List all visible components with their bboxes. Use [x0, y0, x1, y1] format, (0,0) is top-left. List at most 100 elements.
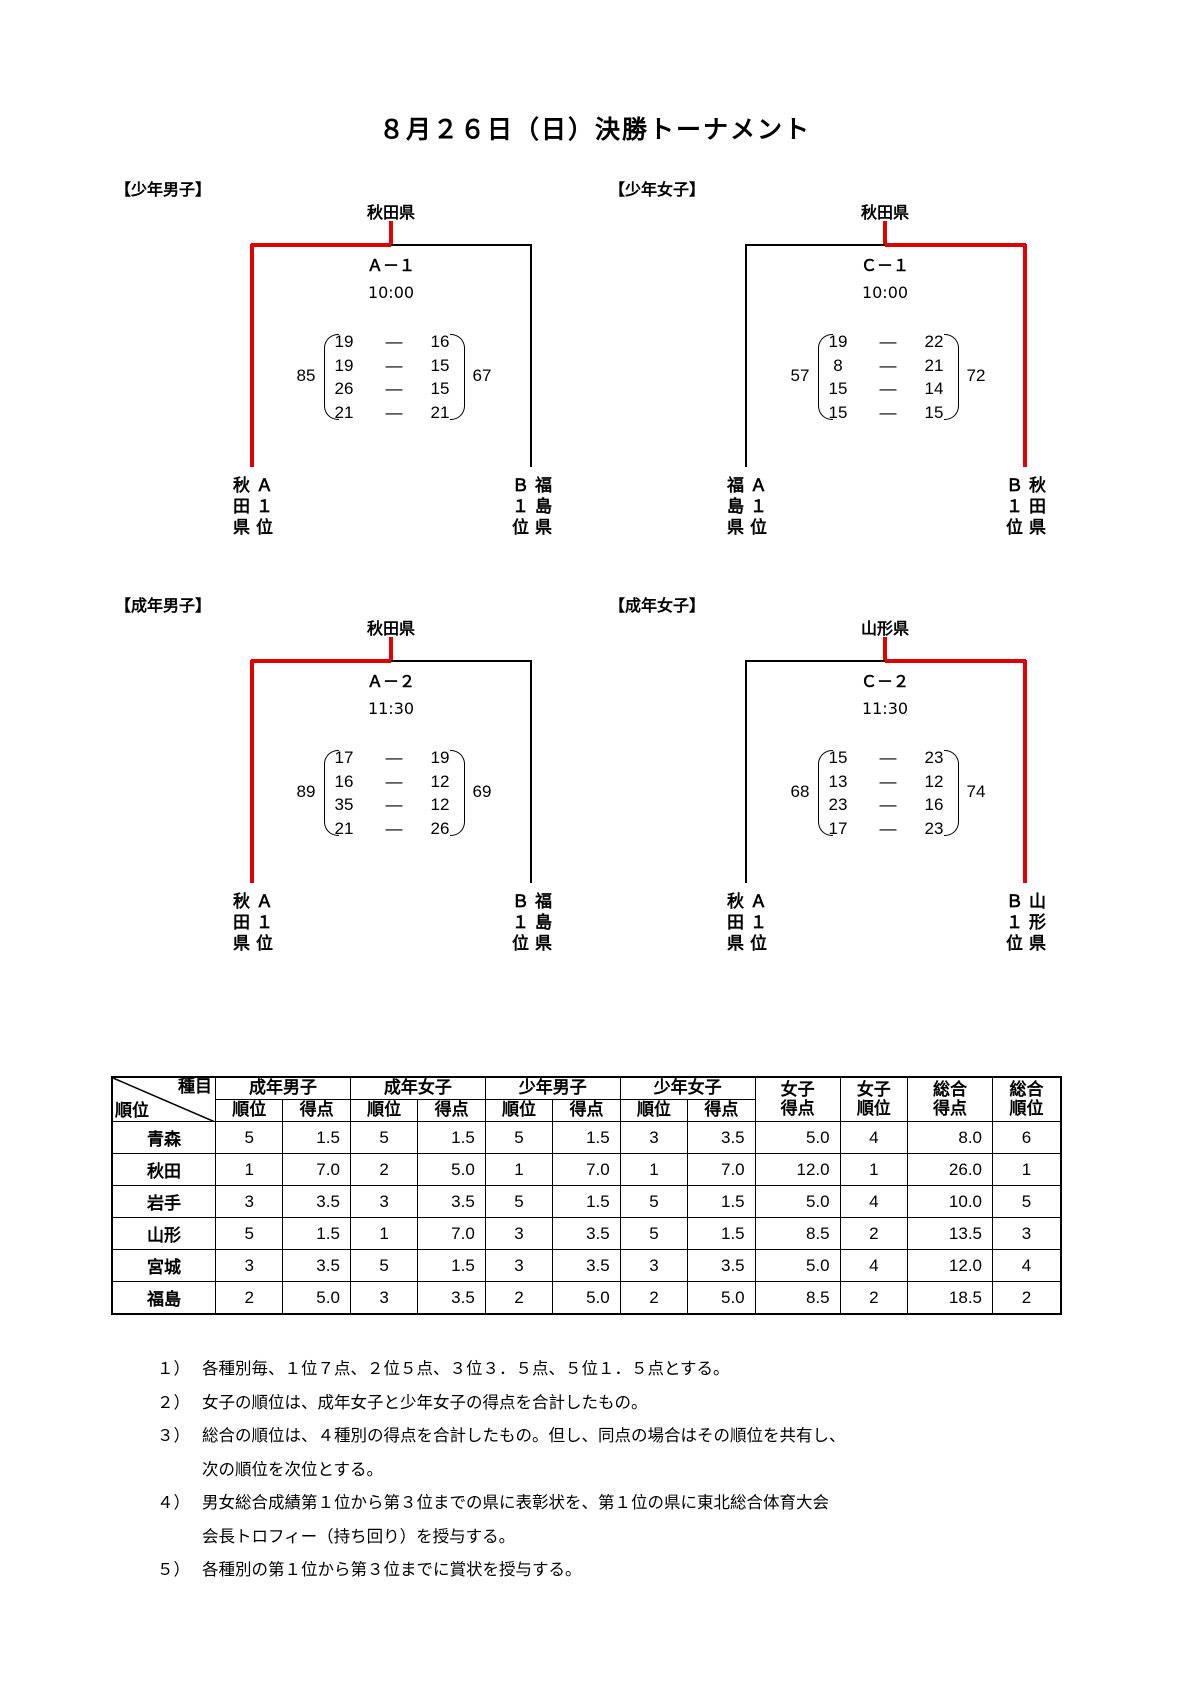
- value-cell: 4: [992, 1249, 1062, 1282]
- winner-stem: [883, 221, 887, 246]
- set-score-right: 23: [924, 748, 944, 767]
- team-line: 位 県: [512, 934, 552, 954]
- match-code: Ａ－２: [366, 672, 416, 691]
- value-cell: 1: [214, 1153, 284, 1186]
- extra-header: 総合得点: [907, 1076, 994, 1122]
- winner-name: 秋田県: [366, 619, 416, 638]
- bracket-left-leg: [745, 660, 747, 883]
- extra-header-line: 得点: [933, 1098, 968, 1119]
- team-line: 秋 Ａ: [727, 892, 767, 912]
- value-cell: 26.0: [907, 1153, 994, 1186]
- note-text: 各種別の第１位から第３位までに賞状を授与する。: [202, 1560, 582, 1579]
- winner-stem: [389, 221, 393, 246]
- set-score-left: 19: [334, 332, 354, 351]
- section-label: 【成年男子】: [115, 596, 212, 615]
- team-line: 県 位: [233, 518, 273, 538]
- extra-header-line: 女子: [856, 1079, 891, 1100]
- set-score-left: 19: [334, 355, 354, 375]
- set-dash: —: [879, 771, 897, 791]
- value-cell: 3: [214, 1249, 284, 1282]
- value-cell: 8.5: [754, 1217, 841, 1250]
- team-line: １ 田: [1006, 497, 1046, 517]
- value-cell: 1.5: [282, 1217, 351, 1250]
- diagonal-line: [113, 1078, 215, 1122]
- sub-header: 得点: [417, 1099, 486, 1122]
- value-cell: 5: [484, 1185, 554, 1218]
- note-number: ２）: [157, 1392, 190, 1412]
- match-time: 10:00: [861, 283, 909, 302]
- note-number: ５）: [157, 1560, 190, 1579]
- prefecture-cell: 宮城: [111, 1249, 216, 1282]
- value-cell: 10.0: [907, 1185, 994, 1218]
- set-score-right: 22: [924, 332, 944, 351]
- corner-top: 種目: [178, 1077, 212, 1097]
- set-dash: —: [385, 379, 403, 398]
- left-total: 85: [296, 366, 316, 385]
- bracket-right-top: [885, 659, 1026, 663]
- left-total: 57: [790, 366, 810, 385]
- set-score-right: 15: [430, 379, 450, 398]
- value-cell: 2: [484, 1281, 554, 1315]
- set-score-left: 35: [334, 795, 354, 814]
- set-score-left: 26: [334, 379, 354, 398]
- value-cell: 5.0: [552, 1281, 621, 1315]
- value-cell: 1.5: [417, 1121, 486, 1154]
- set-score-left: 8: [833, 355, 843, 375]
- set-dash: —: [879, 818, 897, 838]
- value-cell: 5: [484, 1121, 554, 1154]
- note-text: 総合の順位は、４種別の得点を合計したもの。但し、同点の場合はその順位を共有し、: [202, 1426, 846, 1445]
- match-time: 11:30: [367, 699, 415, 718]
- value-cell: 1: [992, 1153, 1062, 1186]
- team-line: 位 県: [1006, 934, 1046, 954]
- corner-cell: 種目順位: [111, 1076, 216, 1122]
- set-score-left: 21: [334, 818, 354, 838]
- sub-header: 順位: [484, 1099, 554, 1122]
- value-cell: 5.0: [754, 1121, 841, 1154]
- set-dash: —: [385, 795, 403, 814]
- set-score-right: 26: [430, 818, 450, 838]
- set-dash: —: [385, 355, 403, 375]
- value-cell: 6: [992, 1121, 1062, 1154]
- note-text: 次の順位を次位とする。: [202, 1459, 384, 1479]
- value-cell: 2: [214, 1281, 284, 1315]
- sub-header: 順位: [619, 1099, 689, 1122]
- team-line: 秋 Ａ: [233, 892, 273, 912]
- prefecture-cell: 秋田: [111, 1153, 216, 1186]
- value-cell: 1.5: [552, 1185, 621, 1218]
- team-line: 田 １: [233, 497, 273, 517]
- bracket-right-top: [885, 243, 1026, 247]
- set-score-left: 16: [334, 771, 354, 791]
- value-cell: 3.5: [417, 1281, 486, 1315]
- bracket-left-top: [745, 660, 885, 662]
- value-cell: 5: [349, 1121, 419, 1154]
- team-line: 福 Ａ: [727, 476, 767, 496]
- match-code: Ｃ－２: [860, 672, 910, 691]
- match-code: Ｃ－１: [860, 256, 910, 275]
- match-code: Ａ－１: [366, 256, 416, 275]
- value-cell: 3: [619, 1121, 689, 1154]
- header-row-1: 種目順位成年男子成年女子少年男子少年女子女子得点女子順位総合得点総合順位: [111, 1076, 1062, 1122]
- sub-header: 順位: [349, 1099, 419, 1122]
- corner-bottom: 順位: [115, 1101, 149, 1121]
- value-cell: 3.5: [282, 1185, 351, 1218]
- set-score-right: 15: [924, 402, 944, 422]
- value-cell: 2: [992, 1281, 1062, 1315]
- set-dash: —: [879, 355, 897, 375]
- set-score-left: 21: [334, 402, 354, 422]
- value-cell: 5.0: [687, 1281, 756, 1315]
- set-score-left: 19: [828, 332, 848, 351]
- value-cell: 3.5: [687, 1121, 756, 1154]
- sub-header: 得点: [552, 1099, 621, 1122]
- set-score-right: 19: [430, 748, 450, 767]
- value-cell: 12.0: [907, 1249, 994, 1282]
- note-text: 各種別毎、１位７点、２位５点、３位３．５点、５位１．５点とする。: [202, 1359, 730, 1378]
- value-cell: 5: [992, 1185, 1062, 1218]
- value-cell: 5.0: [754, 1185, 841, 1218]
- value-cell: 3: [484, 1217, 554, 1250]
- value-cell: 1.5: [687, 1217, 756, 1250]
